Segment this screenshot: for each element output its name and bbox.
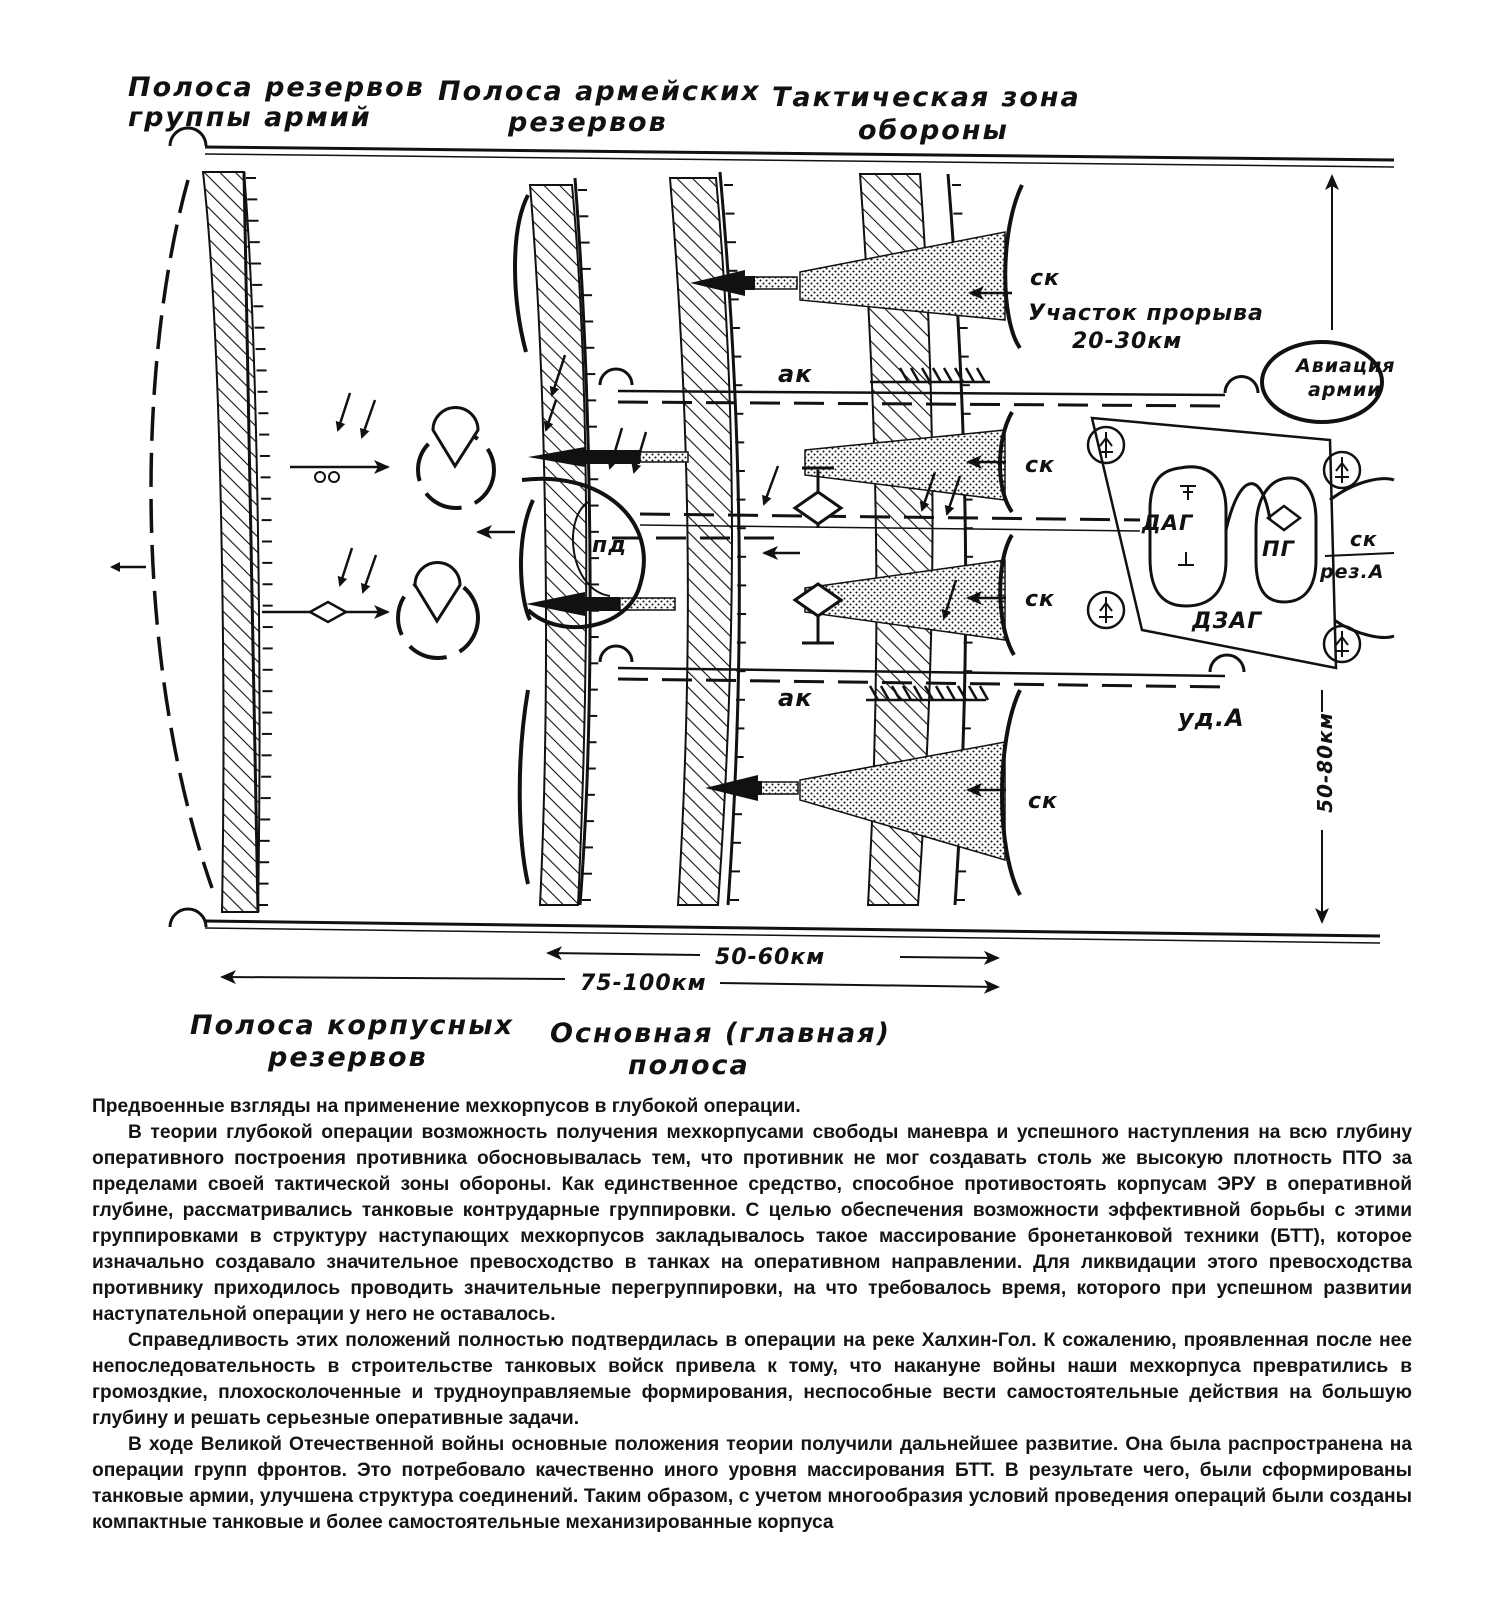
aviation-strike-arrows	[335, 354, 962, 620]
label-tactical-zone-2: обороны	[858, 115, 1009, 146]
label-dzag: ДЗАГ	[1191, 609, 1262, 634]
label-sk-4: ск	[1028, 789, 1058, 814]
label-army-reserves-2: резервов	[507, 107, 668, 138]
label-breakthrough-2: 20-30км	[1072, 329, 1182, 354]
label-corps-reserves-2: резервов	[267, 1042, 428, 1073]
label-dag: ДАГ	[1141, 511, 1194, 535]
label-pg: ПГ	[1262, 537, 1296, 561]
front-width-dimension	[1315, 174, 1339, 924]
label-sk-2: ск	[1025, 453, 1055, 478]
label-ak-1: ак	[778, 360, 812, 388]
artillery-group-area	[1086, 416, 1395, 670]
corps-attack-arrows	[476, 286, 1012, 797]
label-ak-2: ак	[778, 684, 812, 712]
deep-operation-diagram: Полоса резервов группы армий Полоса арме…	[110, 72, 1395, 1081]
caption-title: Предвоенные взгляды на применение мехкор…	[92, 1096, 801, 1117]
label-main-belt-1: Основная (главная)	[550, 1018, 891, 1049]
label-depth-main: 50-60км	[715, 945, 825, 970]
label-aviation-2: армии	[1308, 379, 1382, 401]
label-pd: пд	[592, 533, 627, 558]
aviation-ellipse	[1260, 340, 1384, 424]
tank-reserve-symbols	[262, 406, 646, 660]
front-boundaries	[168, 126, 1395, 944]
army-group-reserve-belt	[110, 171, 273, 913]
label-army-reserves-1: Полоса армейских	[438, 76, 761, 107]
label-front-width: 50-80км	[1313, 712, 1337, 813]
caption-paragraph-1: В теории глубокой операции возможность п…	[92, 1122, 1412, 1325]
label-sk-3: ск	[1025, 587, 1055, 612]
label-aviation-1: Авиация	[1294, 355, 1395, 377]
depth-dimensions	[220, 946, 1000, 994]
main-defense-belt	[668, 171, 747, 906]
label-breakthrough-1: Участок прорыва	[1028, 301, 1264, 326]
label-army-group-reserves-2: группы армий	[128, 102, 372, 133]
caption-paragraph-3: В ходе Великой Отечественной войны основ…	[92, 1434, 1412, 1533]
label-corps-reserves-1: Полоса корпусных	[190, 1010, 514, 1041]
barrier-symbols	[866, 367, 990, 702]
label-sk-reserve: ск	[1350, 527, 1377, 551]
label-ud-a: уд.А	[1178, 704, 1245, 732]
army-corps-boundaries	[598, 367, 1260, 689]
label-sk-1: ск	[1030, 266, 1060, 291]
diagram-labels: Полоса резервов группы армий Полоса арме…	[128, 72, 1395, 1081]
label-tactical-zone-1: Тактическая зона	[772, 82, 1081, 113]
caption-paragraph-2: Справедливость этих положений полностью …	[92, 1330, 1412, 1429]
army-reserve-belt	[513, 177, 600, 906]
label-depth-total: 75-100км	[580, 971, 707, 996]
label-rez-a: рез.А	[1319, 561, 1384, 583]
rifle-corps-brackets	[998, 184, 1024, 896]
caption: Предвоенные взгляды на применение мехкор…	[92, 1094, 1412, 1536]
antitank-posts	[792, 466, 844, 645]
label-army-group-reserves-1: Полоса резервов	[128, 72, 425, 103]
label-main-belt-2: полоса	[628, 1050, 750, 1081]
main-thrust-arrows	[526, 270, 799, 801]
